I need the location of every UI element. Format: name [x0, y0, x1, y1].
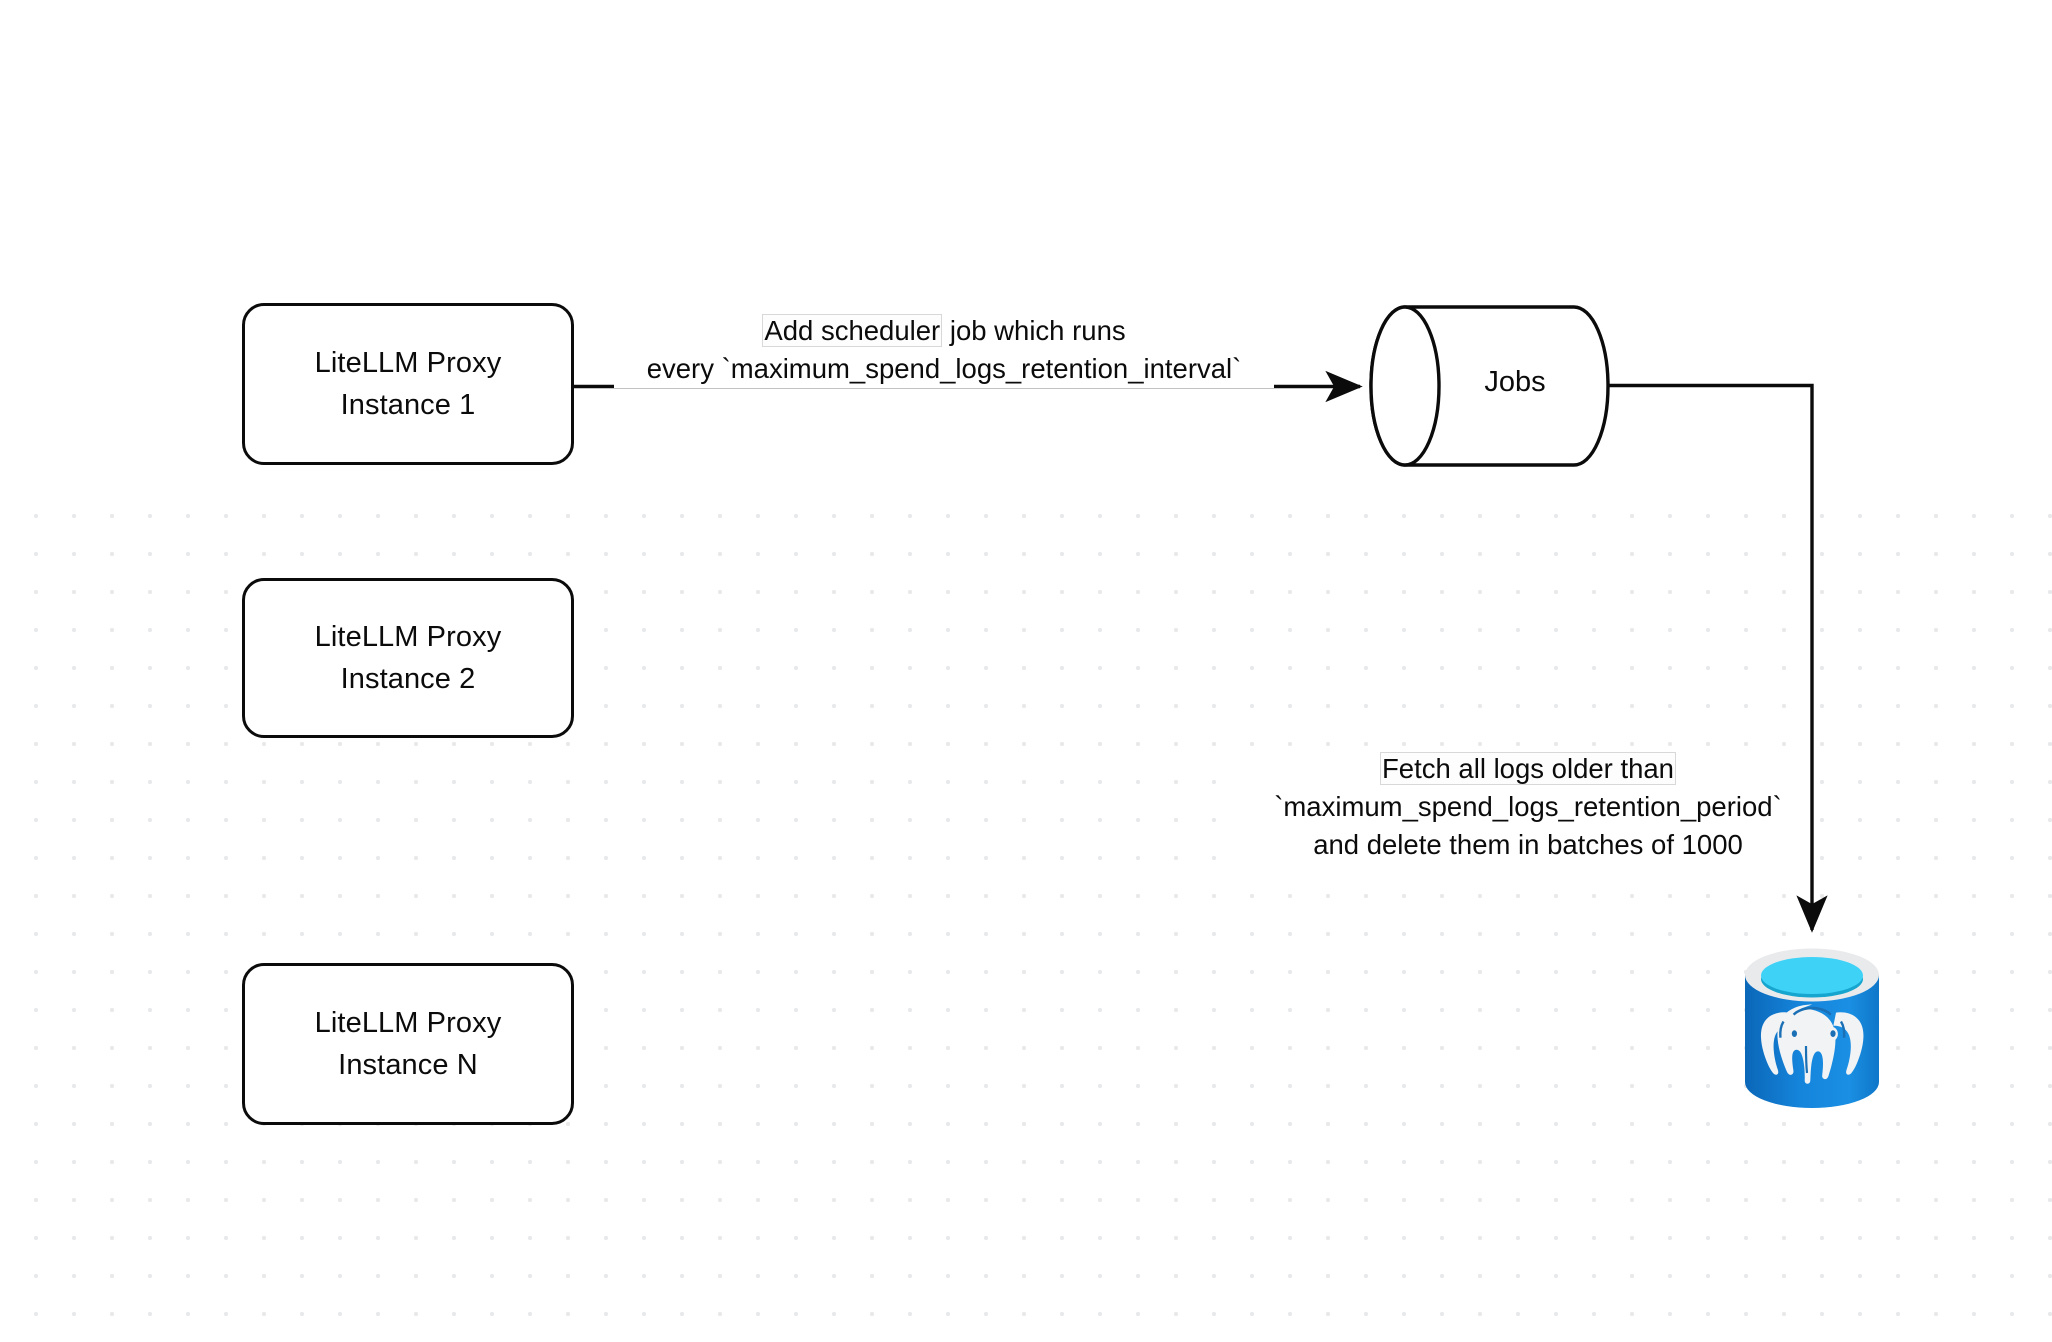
edge-label-cleanup-highlight: Fetch all logs older than: [1380, 752, 1676, 785]
postgres-elephant-eyes: [1791, 1030, 1836, 1037]
node-litellm-proxy-instance-2[interactable]: LiteLLM Proxy Instance 2: [242, 578, 574, 738]
edge-label-cleanup-line3: and delete them in batches of 1000: [1313, 829, 1743, 860]
node-litellm-proxy-instance-n[interactable]: LiteLLM Proxy Instance N: [242, 963, 574, 1125]
edge-label-cleanup-line1-wrap: Fetch all logs older than: [1248, 750, 1808, 788]
edge-jobs-to-postgres: [1608, 383, 1828, 933]
node-instance-n-line2: Instance N: [338, 1049, 478, 1081]
edge-label-scheduler-highlight: Add scheduler: [762, 314, 943, 347]
postgres-trunk-line: [1804, 1045, 1809, 1074]
node-instance-2-line2: Instance 2: [340, 663, 476, 695]
node-instance-1-line2: Instance 1: [340, 389, 476, 421]
node-instance-n-line1: LiteLLM Proxy: [314, 1007, 502, 1039]
edge-label-scheduler: Add scheduler job which runs every `maxi…: [614, 312, 1274, 388]
edge-label-cleanup: Fetch all logs older than `maximum_spend…: [1248, 750, 1808, 864]
edge-label-cleanup-line2: `maximum_spend_logs_retention_period`: [1274, 791, 1782, 822]
postgres-database-icon: [1745, 948, 1879, 1108]
jobs-cylinder-shape: [1369, 305, 1610, 467]
postgres-elephant-outline: [1779, 1006, 1846, 1038]
edge-label-scheduler-line1-rest: job which runs: [942, 315, 1126, 346]
node-litellm-proxy-instance-1[interactable]: LiteLLM Proxy Instance 1: [242, 303, 574, 465]
node-jobs-label: Jobs: [1484, 366, 1546, 398]
edge-label-scheduler-line2: every `maximum_spend_logs_retention_inte…: [646, 353, 1242, 384]
edge-label-scheduler-line1: Add scheduler job which runs: [614, 312, 1274, 350]
node-instance-1-line1: LiteLLM Proxy: [314, 347, 502, 379]
node-instance-2-line1: LiteLLM Proxy: [314, 621, 502, 653]
